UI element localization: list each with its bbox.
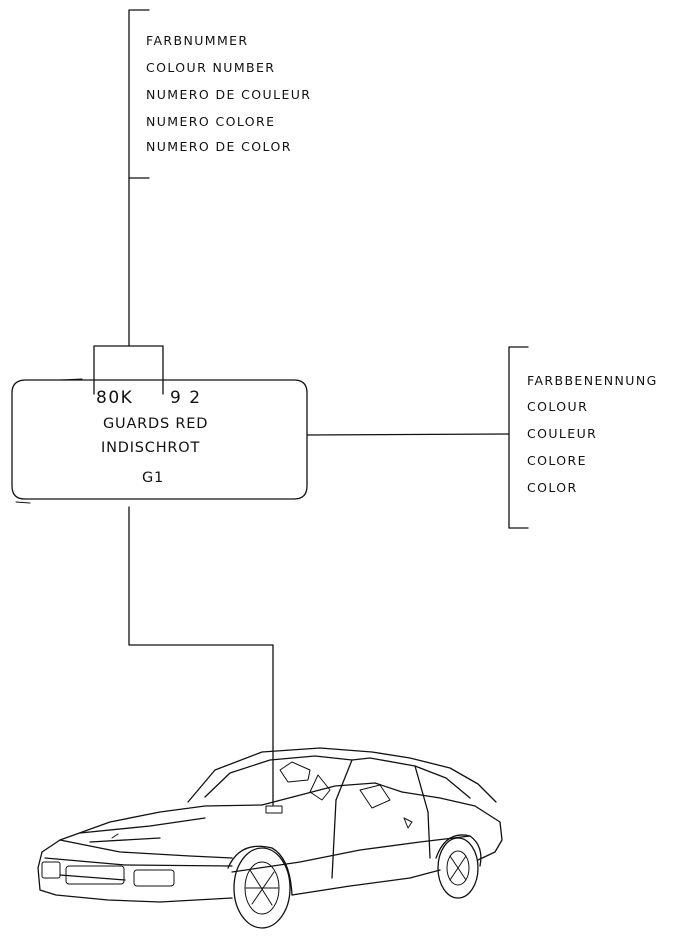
colour-name-de: INDISCHROT <box>101 440 200 456</box>
colour-number-label-fr: NUMERO DE COULEUR <box>146 87 311 102</box>
plate-code: G1 <box>142 470 164 486</box>
car-illustration <box>37 747 503 929</box>
colour-number-label-es: NUMERO DE COLOR <box>146 139 292 154</box>
colour-number-callout: FARBNUMMER COLOUR NUMBER NUMERO DE COULE… <box>93 9 311 395</box>
plate-location-leader <box>128 506 274 806</box>
colour-name-callout: FARBBENENNUNG COLOUR COULEUR COLORE COLO… <box>306 346 658 529</box>
colour-number-label-de: FARBNUMMER <box>146 33 249 48</box>
paint-code-plate: 80K 9 2 GUARDS RED INDISCHROT G1 <box>11 378 308 504</box>
colour-number-label-en: COLOUR NUMBER <box>146 60 275 75</box>
colour-name-label-de: FARBBENENNUNG <box>527 373 658 388</box>
paint-code-number: 80K <box>96 388 133 408</box>
colour-name-label-fr: COULEUR <box>527 426 597 441</box>
colour-name-label-it: COLORE <box>527 453 587 468</box>
paint-code-suffix: 9 2 <box>170 388 202 408</box>
colour-name-label-en: COLOUR <box>527 399 588 414</box>
colour-number-label-it: NUMERO COLORE <box>146 114 275 129</box>
colour-name-label-es: COLOR <box>527 480 578 495</box>
colour-name-en: GUARDS RED <box>103 416 208 432</box>
